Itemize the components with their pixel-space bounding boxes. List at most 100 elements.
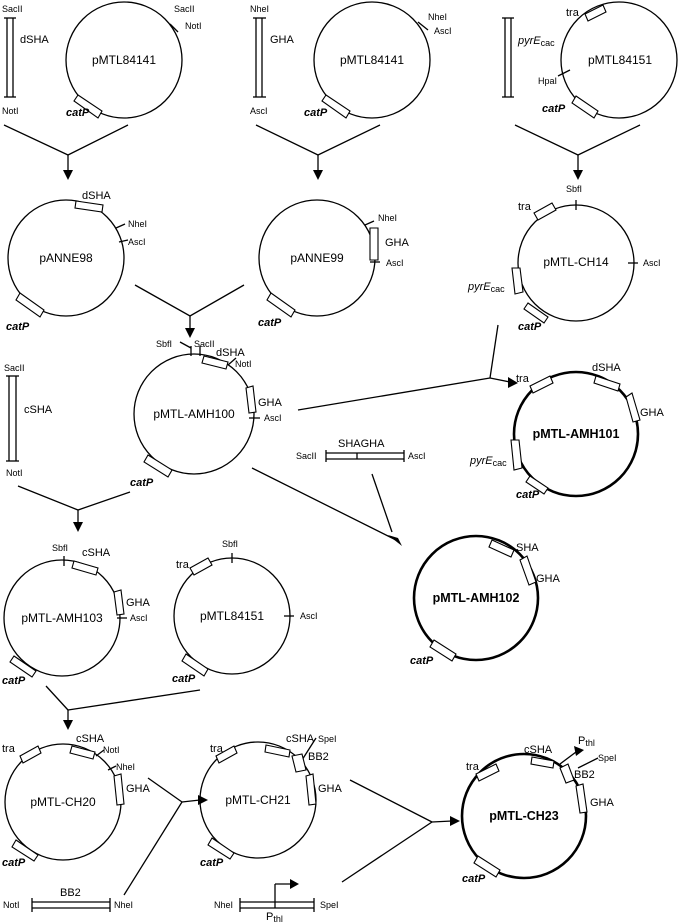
site-label: AscI bbox=[643, 258, 661, 268]
plasmid-pmtl84151-b: SbfI tra AscI catP pMTL84151 bbox=[172, 539, 318, 685]
plasmid-name: pMTL84141 bbox=[340, 53, 404, 67]
plasmid-pmtl84151-a: tra HpaI catP pMTL84151 bbox=[538, 1, 678, 119]
gene-label-gha: GHA bbox=[126, 783, 151, 795]
plasmid-name: pMTL-CH23 bbox=[489, 809, 558, 823]
site-label: SacII bbox=[174, 4, 195, 14]
gene-label-catp: catP bbox=[66, 107, 90, 119]
gene-label-catp: catP bbox=[172, 673, 196, 685]
plasmid-name: pMTL84151 bbox=[588, 53, 652, 67]
plasmid-pmtl-amh100: SbfI SacII dSHA NotI GHA AscI catP pMTL-… bbox=[130, 339, 283, 489]
plasmid-name: pMTL84141 bbox=[92, 53, 156, 67]
merge-arrow bbox=[341, 779, 460, 883]
site-label: AscI bbox=[300, 611, 318, 621]
site-label: AscI bbox=[250, 106, 268, 116]
gene-label-tra: tra bbox=[2, 743, 16, 755]
plasmid-name: pMTL-CH14 bbox=[543, 255, 609, 269]
site-label: SpeI bbox=[318, 734, 337, 744]
site-label: NheI bbox=[214, 900, 233, 910]
fragment-shagha: SHAGHA SacII AscI bbox=[296, 438, 426, 462]
plasmid-name: pMTL-AMH101 bbox=[533, 427, 620, 441]
fragment-label: pyrEcac bbox=[517, 35, 555, 48]
gene-label-catp: catP bbox=[516, 489, 540, 501]
gene-label-tra: tra bbox=[176, 559, 190, 571]
gene-label-catp: catP bbox=[462, 873, 486, 885]
site-label: NotI bbox=[103, 745, 120, 755]
site-label: AscI bbox=[130, 613, 148, 623]
merge-arrow bbox=[45, 685, 201, 730]
site-label: SbfI bbox=[566, 184, 582, 194]
gene-label-tra: tra bbox=[566, 7, 580, 19]
plasmid-pmtl84141-a: SacII NotI catP pMTL84141 bbox=[65, 1, 202, 119]
site-label: SbfI bbox=[52, 543, 68, 553]
site-label: NotI bbox=[2, 106, 19, 116]
site-label: NotI bbox=[3, 900, 20, 910]
gene-label-pyre: pyrEcac bbox=[469, 455, 507, 468]
plasmid-name: pMTL-AMH103 bbox=[21, 611, 103, 625]
plasmid-pmtl84141-b: NheI AscI catP pMTL84141 bbox=[304, 1, 452, 119]
merge-arrow bbox=[17, 485, 131, 532]
fragment-gha: NheI AscI GHA bbox=[250, 4, 295, 116]
site-label: SpeI bbox=[598, 753, 617, 763]
gene-label-bb2: BB2 bbox=[574, 769, 595, 781]
gene-label-catp: catP bbox=[6, 321, 30, 333]
site-label: AscI bbox=[408, 451, 426, 461]
merge-arrow bbox=[134, 284, 245, 338]
gene-label-dsha: dSHA bbox=[592, 362, 621, 374]
fragment-dsha: SacII NotI dSHA bbox=[2, 4, 49, 116]
merge-arrow bbox=[3, 124, 129, 180]
gene-label-gha: GHA bbox=[590, 797, 615, 809]
fragment-label: BB2 bbox=[60, 887, 81, 899]
plasmid-name: pMTL-CH21 bbox=[225, 793, 291, 807]
merge-arrow bbox=[255, 124, 381, 180]
site-label: AscI bbox=[434, 26, 452, 36]
gene-label-csha: cSHA bbox=[76, 733, 105, 745]
site-label: NheI bbox=[114, 900, 133, 910]
gene-label-gha: GHA bbox=[536, 573, 561, 585]
gene-label-catp: catP bbox=[258, 317, 282, 329]
fragment-label: dSHA bbox=[20, 34, 49, 46]
plasmid-pmtl-amh101: tra dSHA GHA pyrEcac catP pMTL-AMH101 bbox=[469, 362, 665, 501]
plasmid-name: pANNE98 bbox=[39, 251, 93, 265]
gene-label-tra: tra bbox=[466, 761, 480, 773]
plasmid-pmtl-ch14: SbfI tra AscI pyrEcac catP pMTL-CH14 bbox=[467, 184, 661, 333]
site-label: HpaI bbox=[538, 76, 557, 86]
site-label: SpeI bbox=[320, 900, 339, 910]
fragment-label: Pthl bbox=[266, 911, 283, 924]
plasmid-name: pMTL-AMH100 bbox=[153, 407, 235, 421]
site-label: NheI bbox=[250, 4, 269, 14]
site-label: NheI bbox=[378, 213, 397, 223]
gene-label-catp: catP bbox=[304, 107, 328, 119]
site-label: AscI bbox=[264, 413, 282, 423]
plasmid-panne99: NheI GHA AscI catP pANNE99 bbox=[258, 199, 410, 329]
fragment-bb2: BB2 NotI NheI bbox=[3, 887, 133, 912]
plasmid-panne98: dSHA NheI AscI catP pANNE98 bbox=[6, 190, 147, 333]
gene-label-catp: catP bbox=[2, 675, 26, 687]
site-label: SbfI bbox=[222, 539, 238, 549]
site-label: SacII bbox=[296, 451, 317, 461]
pthl-label: Pthl bbox=[578, 735, 595, 748]
gene-label-catp: catP bbox=[518, 321, 542, 333]
site-label: SacII bbox=[4, 363, 25, 373]
fragment-csha: SacII NotI cSHA bbox=[4, 363, 53, 478]
plasmid-pmtl-ch23: tra cSHA Pthl SpeI BB2 GHA catP pMTL-CH2… bbox=[460, 735, 617, 885]
fragment-pyre: pyrEcac bbox=[502, 17, 555, 98]
gene-label-gha: GHA bbox=[385, 237, 410, 249]
gene-label-gha: GHA bbox=[640, 407, 665, 419]
gene-label-csha: cSHA bbox=[524, 744, 553, 756]
gene-label-bb2: BB2 bbox=[308, 751, 329, 763]
site-label: NheI bbox=[116, 762, 135, 772]
site-label: SacII bbox=[2, 4, 23, 14]
gene-label-pyre: pyrEcac bbox=[467, 281, 505, 294]
fragment-label: SHAGHA bbox=[338, 438, 385, 450]
gene-label-catp: catP bbox=[2, 857, 26, 869]
gene-label-tra: tra bbox=[210, 743, 224, 755]
merge-arrow bbox=[251, 467, 402, 546]
plasmid-name: pANNE99 bbox=[290, 251, 344, 265]
fragment-label: cSHA bbox=[24, 404, 53, 416]
gene-label-gha: GHA bbox=[126, 597, 151, 609]
merge-arrow bbox=[123, 777, 208, 896]
plasmid-pmtl-amh102: SHA GHA catP pMTL-AMH102 bbox=[410, 534, 561, 667]
gene-label-catp: catP bbox=[130, 477, 154, 489]
site-label: NotI bbox=[6, 468, 23, 478]
